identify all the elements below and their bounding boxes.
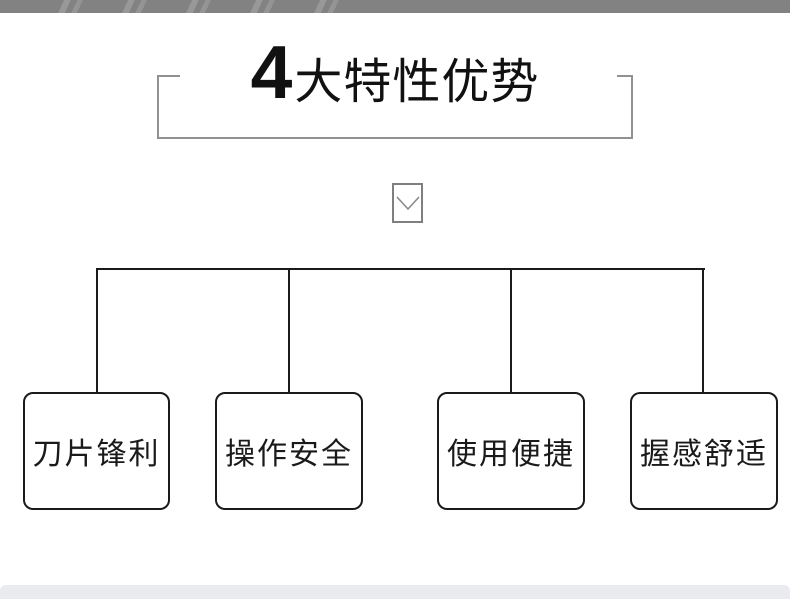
feature-box-easy-to-use: 使用便捷 [437, 392, 585, 510]
footer-strip [0, 585, 790, 599]
chevron-down-icon [392, 183, 423, 223]
page-title: 4 大特性优势 [0, 35, 790, 110]
connector-drop-2 [288, 268, 290, 394]
title-bracket-frame [157, 75, 633, 139]
header-banner [0, 0, 790, 13]
connector-drop-1 [96, 268, 98, 394]
chevron-down-glyph [395, 196, 420, 211]
frame-stub-right [617, 75, 631, 77]
connector-drop-4 [702, 268, 704, 394]
title-text: 大特性优势 [294, 56, 540, 109]
frame-stub-left [159, 75, 180, 77]
feature-box-safe-operation: 操作安全 [215, 392, 363, 510]
title-number: 4 [250, 30, 293, 114]
feature-box-comfortable-grip: 握感舒适 [630, 392, 778, 510]
connector-horizontal [97, 268, 705, 270]
feature-box-sharp-blade: 刀片锋利 [23, 392, 170, 510]
connector-drop-3 [510, 268, 512, 394]
header-streaks [55, 0, 345, 13]
